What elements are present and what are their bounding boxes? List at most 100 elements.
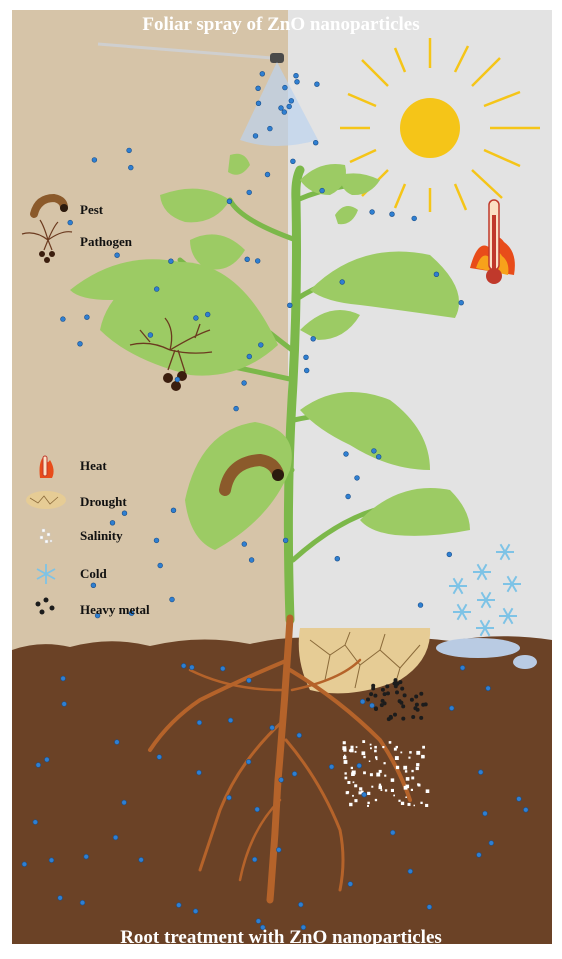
nanoparticle [390, 830, 395, 835]
nanoparticle [517, 797, 522, 802]
heavy-metal-particle [415, 703, 419, 707]
nanoparticle [478, 770, 483, 775]
heavy-metal-particle [381, 699, 385, 703]
heavy-metal-particle [411, 715, 415, 719]
legend-label-salinity: Salinity [80, 528, 123, 544]
nanoparticle [287, 104, 292, 109]
salt-crystal [354, 784, 357, 787]
nanoparticle [171, 508, 176, 513]
nanoparticle [313, 140, 318, 145]
nanoparticle [447, 552, 452, 557]
salt-crystal [367, 792, 370, 795]
salt-crystal [416, 751, 420, 755]
nanoparticle [289, 98, 294, 103]
legend-label-drought: Drought [80, 494, 127, 510]
nanoparticle [265, 172, 270, 177]
salt-crystal [347, 791, 349, 793]
nanoparticle [427, 905, 432, 910]
salt-crystal [370, 747, 372, 749]
salt-crystal [422, 746, 425, 749]
salt-crystal [385, 789, 387, 791]
nanoparticle [242, 381, 247, 386]
salt-crystal [384, 762, 386, 764]
nanoparticle [291, 159, 296, 164]
salt-crystal [351, 767, 353, 769]
salt-crystal [401, 802, 404, 805]
nanoparticle [246, 759, 251, 764]
nanoparticle [370, 703, 375, 708]
nanoparticle [113, 835, 118, 840]
salt-crystal [343, 756, 346, 759]
legend-label-pest: Pest [80, 202, 103, 218]
heavy-metal-particle [394, 678, 398, 682]
nanoparticle [228, 718, 233, 723]
nanoparticle [181, 663, 186, 668]
salt-crystal [362, 740, 365, 743]
nanoparticle [294, 73, 299, 78]
heavy-metal-particle [410, 698, 414, 702]
nanoparticle [315, 82, 320, 87]
nanoparticle [283, 538, 288, 543]
salt-crystal [362, 751, 366, 755]
nanoparticle [489, 841, 494, 846]
salt-crystal [363, 771, 366, 774]
heavy-metal-particle [386, 691, 390, 695]
heavy-metal-particle [395, 690, 399, 694]
ice-pebble [513, 655, 537, 669]
nanoparticle [122, 511, 127, 516]
heavy-metal-particle [366, 698, 370, 702]
salt-crystal [349, 803, 352, 806]
salt-crystal [394, 748, 397, 751]
nanoparticle [175, 377, 180, 382]
nanoparticle [355, 476, 360, 481]
nanoparticle [157, 755, 162, 760]
nanoparticle [61, 676, 66, 681]
heavy-metal-particle [400, 687, 404, 691]
salt-crystal [403, 766, 407, 770]
nanoparticle [84, 854, 89, 859]
nanoparticle [434, 272, 439, 277]
heavy-metal-particle [373, 694, 377, 698]
nanoparticle [298, 902, 303, 907]
salt-crystal [376, 773, 380, 777]
nanoparticle [255, 807, 260, 812]
legend-cracked-soil-icon [26, 491, 66, 509]
salt-crystal [391, 789, 394, 792]
salt-crystal [400, 752, 402, 754]
nanoparticle [311, 336, 316, 341]
salt-crystal [356, 746, 358, 748]
legend-label-heavy-metal: Heavy metal [80, 602, 150, 618]
salt-crystal [350, 749, 354, 753]
salt-crystal [360, 792, 362, 794]
heavy-metal-particle [371, 684, 375, 688]
legend-label-heat: Heat [80, 458, 107, 474]
sun-disc [400, 98, 460, 158]
nanoparticle [362, 792, 367, 797]
nanoparticle [33, 820, 38, 825]
salt-crystal [381, 789, 383, 791]
salt-crystal [411, 770, 413, 772]
diagram-title-bottom: Root treatment with ZnO nanoparticles [0, 927, 562, 949]
salt-crystal [408, 803, 411, 806]
salt-crystal [352, 771, 356, 775]
nanoparticle [122, 800, 127, 805]
nanoparticle [335, 556, 340, 561]
nanoparticle [346, 494, 351, 499]
nanoparticle [523, 807, 528, 812]
salt-crystal [353, 781, 355, 783]
soil [12, 636, 552, 944]
heavy-metal-particle [416, 708, 420, 712]
salt-crystal [379, 784, 381, 786]
nanoparticle [170, 597, 175, 602]
nanoparticle [49, 858, 54, 863]
nanoparticle [304, 368, 309, 373]
nanoparticle [92, 158, 97, 163]
nanoparticle [249, 558, 254, 563]
salt-crystal [391, 778, 395, 782]
nanoparticle [80, 900, 85, 905]
nanoparticle [227, 795, 232, 800]
nanoparticle [193, 909, 198, 914]
nanoparticle [127, 148, 132, 153]
heavy-metal-particle [398, 699, 402, 703]
